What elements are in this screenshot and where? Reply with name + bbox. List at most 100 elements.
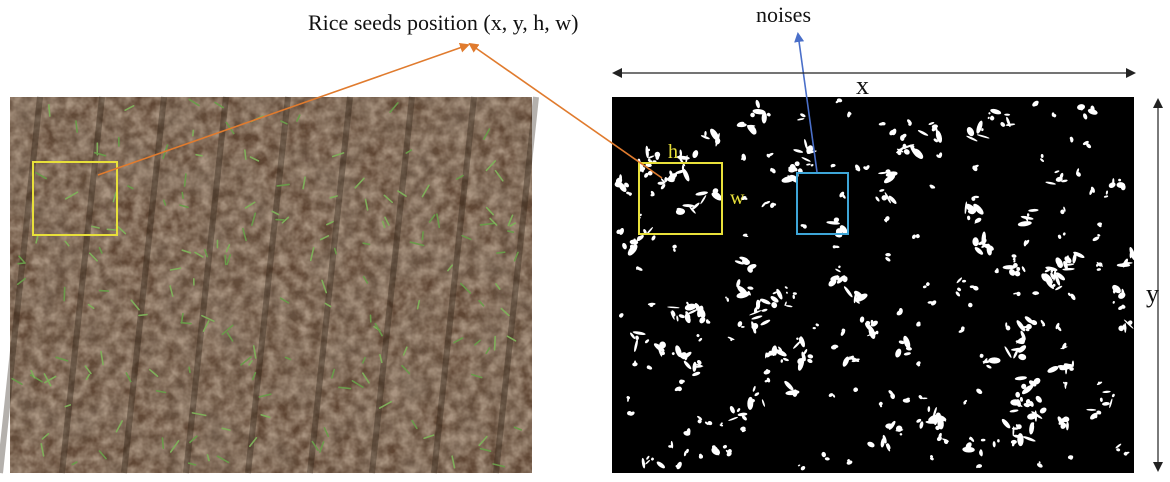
- mask-blob: [1018, 353, 1027, 361]
- seedling: [319, 441, 325, 453]
- mask-blob: [643, 229, 647, 235]
- mask-blob: [1001, 418, 1011, 429]
- mask-blob: [1034, 292, 1037, 296]
- mask-blob: [830, 345, 837, 350]
- mask-blob: [1029, 422, 1035, 435]
- mask-blob: [682, 168, 690, 182]
- mask-blob: [778, 346, 783, 352]
- mask-blob: [832, 245, 837, 249]
- mask-blob: [801, 157, 811, 162]
- mask-blob: [855, 164, 861, 172]
- mask-blob: [692, 371, 701, 377]
- mask-blob: [871, 331, 877, 336]
- mask-blob: [895, 425, 903, 432]
- furrow-line: [431, 96, 477, 474]
- seedling: [43, 373, 52, 387]
- mask-blob: [630, 332, 636, 339]
- seedling: [436, 213, 441, 229]
- mask-blob: [835, 99, 841, 104]
- mask-blob: [1014, 270, 1021, 277]
- mask-blob: [737, 123, 747, 128]
- seedling: [362, 242, 371, 246]
- mask-blob: [627, 244, 638, 256]
- seedling: [378, 400, 393, 409]
- mask-blob: [647, 155, 655, 159]
- mask-blob: [921, 397, 928, 400]
- seedling: [311, 440, 319, 452]
- mask-blob: [696, 334, 700, 338]
- mask-blob: [1105, 190, 1108, 195]
- mask-blob: [688, 309, 698, 315]
- mask-blob: [726, 297, 729, 302]
- mask-blob: [1012, 426, 1015, 437]
- mask-blob: [670, 440, 674, 449]
- mask-blob: [633, 238, 636, 241]
- mask-blob: [676, 315, 679, 322]
- seedling: [64, 404, 72, 408]
- mask-blob: [626, 396, 630, 400]
- seedling: [329, 195, 338, 199]
- mask-blob: [720, 422, 723, 425]
- mask-blob: [1045, 181, 1056, 185]
- mask-blob: [1087, 108, 1098, 115]
- seedling: [379, 353, 383, 364]
- mask-blob: [1123, 319, 1134, 329]
- mask-blob: [1039, 407, 1047, 414]
- mask-blob: [685, 311, 691, 319]
- seedling: [276, 183, 290, 187]
- seedling: [249, 156, 260, 162]
- mask-blob: [789, 174, 797, 181]
- mask-blob: [645, 145, 649, 159]
- mask-blob: [824, 457, 830, 461]
- mask-blob: [785, 305, 793, 308]
- seedling: [169, 440, 180, 453]
- mask-blob: [836, 275, 840, 282]
- mask-blob: [752, 325, 755, 334]
- mask-blob: [1064, 381, 1067, 389]
- mask-blob: [917, 322, 921, 327]
- mask-blob: [697, 415, 703, 420]
- mask-blob: [797, 357, 805, 371]
- mask-blob: [1016, 424, 1022, 430]
- mask-blob: [1052, 283, 1056, 287]
- mask-blob: [1023, 403, 1030, 408]
- seedling: [281, 216, 290, 224]
- mask-blob: [684, 303, 696, 311]
- mask-blob: [865, 165, 870, 171]
- mask-blob: [1083, 113, 1088, 120]
- mask-blob: [963, 399, 968, 404]
- mask-blob: [742, 233, 748, 237]
- seedling: [485, 206, 495, 216]
- seedling: [216, 455, 230, 464]
- mask-blob: [911, 234, 916, 239]
- seedling: [447, 264, 454, 272]
- mask-blob: [682, 204, 695, 208]
- seedling: [94, 151, 107, 157]
- mask-blob: [741, 415, 747, 421]
- mask-blob: [1109, 398, 1113, 409]
- mask-blob: [807, 354, 814, 359]
- mask-blob: [1063, 381, 1065, 384]
- mask-blob: [922, 285, 927, 289]
- mask-blob: [930, 457, 934, 461]
- mask-blob: [788, 166, 792, 171]
- seedling: [296, 114, 301, 122]
- seedling: [16, 277, 27, 286]
- mask-blob: [1051, 112, 1055, 117]
- mask-blob: [1046, 279, 1052, 287]
- mask-blob: [990, 115, 994, 120]
- mask-blob: [737, 412, 748, 417]
- mask-blob: [766, 377, 771, 383]
- seedling: [87, 303, 95, 310]
- mask-blob: [1021, 266, 1026, 273]
- mask-blob: [938, 152, 943, 159]
- mask-blob: [843, 286, 853, 298]
- mask-blob: [1102, 390, 1111, 394]
- mask-blob: [760, 298, 771, 305]
- mask-blob: [800, 113, 806, 118]
- box-width-label: w: [730, 187, 745, 209]
- mask-blob: [1009, 269, 1016, 276]
- mask-blob: [1040, 153, 1044, 158]
- mask-blob: [650, 193, 655, 197]
- x-axis-label: x: [856, 71, 869, 100]
